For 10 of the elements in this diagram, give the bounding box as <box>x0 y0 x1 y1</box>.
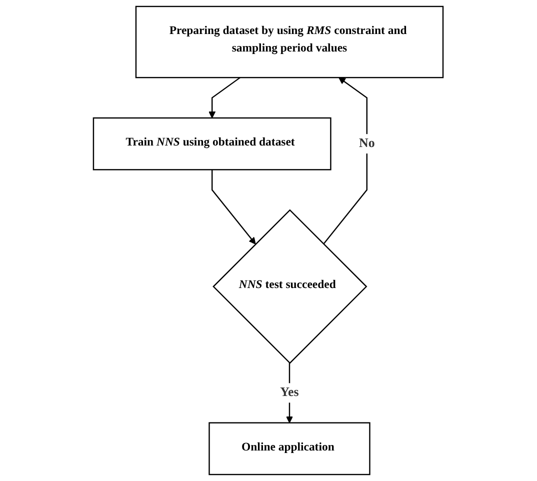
node-box: Train NNS using obtained dataset <box>93 117 332 170</box>
edge-label: No <box>359 136 376 150</box>
arrow <box>212 170 256 244</box>
arrow <box>286 363 294 424</box>
node-box: Preparing dataset by using RMS constraint and sampling period values <box>136 6 444 78</box>
arrow <box>208 77 241 118</box>
edge-label: Yes <box>280 386 300 400</box>
arrow <box>323 77 368 244</box>
node-box: Online application <box>208 422 371 476</box>
node-diamond: NNS test succeeded <box>212 209 368 364</box>
